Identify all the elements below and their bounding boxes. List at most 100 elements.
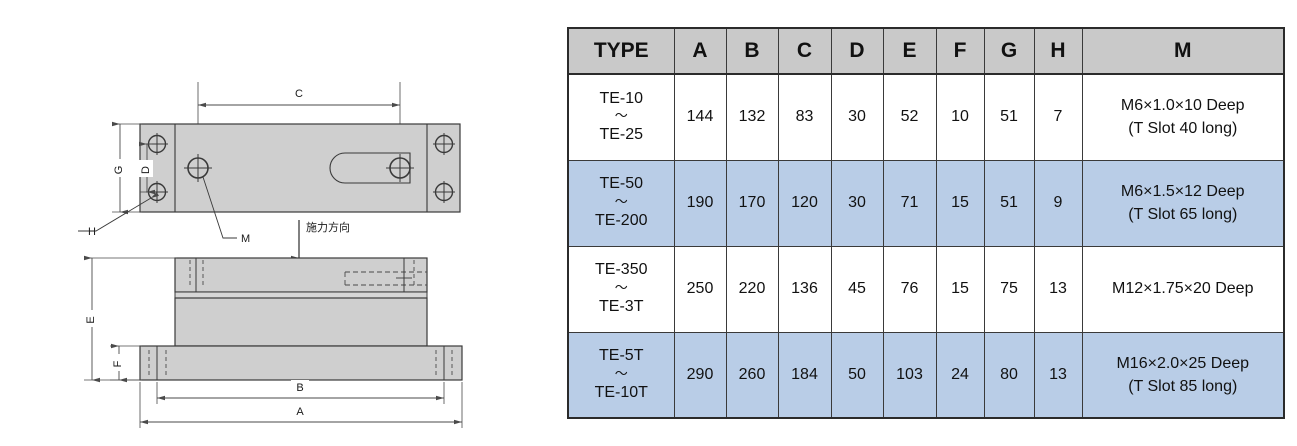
specification-table: TYPE A B C D E F G H M TE-10 〜 [567, 27, 1285, 419]
t-slot [329, 152, 411, 184]
cell-m: M6×1.0×10 Deep (T Slot 40 long) [1081, 73, 1285, 161]
cell-c: 83 [777, 73, 832, 161]
dimension-label-b: B [296, 382, 303, 394]
table-row: TE-350 〜 TE-3T 250 220 136 45 76 15 75 1… [567, 245, 1285, 333]
dimension-g: G [111, 121, 142, 215]
cell-b: 220 [725, 245, 779, 333]
cell-m: M6×1.5×12 Deep (T Slot 65 long) [1081, 159, 1285, 247]
top-view-group: C [78, 82, 461, 245]
dimension-label-a: A [296, 406, 304, 418]
specification-table-panel: TYPE A B C D E F G H M TE-10 〜 [567, 27, 1285, 419]
leader-m: M [202, 176, 250, 245]
upper-block [174, 257, 428, 293]
cell-e: 76 [882, 245, 937, 333]
cell-a: 290 [673, 331, 727, 419]
type-range-from: TE-350 [595, 261, 648, 279]
cell-c: 120 [777, 159, 832, 247]
threaded-hole-right [386, 154, 414, 182]
dimension-a: A [139, 382, 463, 428]
load-cell-drawing-svg: C [78, 82, 463, 428]
cell-b: 132 [725, 73, 779, 161]
col-header-f: F [935, 27, 985, 75]
cell-e: 103 [882, 331, 937, 419]
cell-b: 260 [725, 331, 779, 419]
force-direction-annotation: 施力方向 [291, 220, 350, 261]
cell-g: 80 [983, 331, 1035, 419]
force-direction-label: 施力方向 [306, 220, 350, 234]
technical-drawing: C [0, 0, 545, 446]
cell-a: 144 [673, 73, 727, 161]
type-range-tilde: 〜 [614, 281, 628, 297]
type-range-from: TE-5T [599, 347, 644, 365]
flange-hidden-lines [148, 350, 453, 376]
cell-f: 15 [935, 245, 985, 333]
m-slot-note: (T Slot 85 long) [1128, 377, 1238, 395]
cell-d: 30 [830, 73, 884, 161]
dimension-e: E [83, 255, 177, 383]
center-web [174, 297, 428, 347]
cell-type: TE-350 〜 TE-3T [567, 245, 675, 333]
m-thread-spec: M6×1.0×10 Deep [1120, 97, 1245, 115]
type-range-tilde: 〜 [614, 195, 628, 211]
type-range-from: TE-10 [599, 89, 644, 107]
cell-f: 15 [935, 159, 985, 247]
seam-line [174, 291, 428, 299]
type-range-tilde: 〜 [614, 366, 628, 382]
cell-b: 170 [725, 159, 779, 247]
cell-h: 13 [1033, 331, 1083, 419]
cell-g: 51 [983, 159, 1035, 247]
cell-a: 190 [673, 159, 727, 247]
dimension-d: D [138, 141, 155, 195]
dimension-b: B [156, 380, 445, 404]
cell-h: 9 [1033, 159, 1083, 247]
m-slot-note: (T Slot 40 long) [1128, 120, 1238, 138]
center-threaded-holes [184, 154, 414, 182]
m-thread-spec: M16×2.0×25 Deep [1116, 354, 1250, 372]
cell-d: 30 [830, 159, 884, 247]
cell-h: 7 [1033, 73, 1083, 161]
cell-d: 50 [830, 331, 884, 419]
dimension-label-e: E [85, 316, 97, 323]
cell-e: 52 [882, 73, 937, 161]
cell-h: 13 [1033, 245, 1083, 333]
table-row: TE-50 〜 TE-200 190 170 120 30 71 15 51 9… [567, 159, 1285, 247]
type-range-to: TE-200 [595, 211, 648, 229]
dimension-label-f: F [112, 360, 124, 367]
side-view-group: E F B [83, 255, 463, 428]
m-slot-note: (T Slot 65 long) [1128, 206, 1238, 223]
col-header-h: H [1033, 27, 1083, 75]
leader-h: H [78, 191, 160, 238]
cell-a: 250 [673, 245, 727, 333]
col-header-d: D [830, 27, 884, 75]
cell-type: TE-5T 〜 TE-10T [567, 331, 675, 419]
dimension-label-c: C [295, 88, 303, 100]
col-header-c: C [777, 27, 832, 75]
cell-type: TE-10 〜 TE-25 [567, 73, 675, 161]
cell-c: 136 [777, 245, 832, 333]
leader-label-h: H [88, 226, 96, 238]
col-header-m: M [1081, 27, 1285, 75]
cell-c: 184 [777, 331, 832, 419]
table-head: TYPE A B C D E F G H M [567, 27, 1285, 75]
cell-g: 51 [983, 73, 1035, 161]
threaded-hole-left [184, 154, 212, 182]
col-header-e: E [882, 27, 937, 75]
col-header-b: B [725, 27, 779, 75]
hidden-lines-slot [344, 271, 427, 286]
bottom-flange [139, 345, 463, 381]
m-thread-spec: M12×1.75×20 Deep [1112, 280, 1254, 298]
cell-m: M16×2.0×25 Deep (T Slot 85 long) [1081, 331, 1285, 419]
m-thread-spec: M6×1.5×12 Deep [1120, 182, 1245, 200]
type-range-to: TE-10T [594, 383, 648, 401]
type-range-from: TE-50 [599, 175, 644, 193]
header-row: TYPE A B C D E F G H M [567, 27, 1285, 75]
dimension-label-d: D [140, 166, 152, 174]
cell-type: TE-50 〜 TE-200 [567, 159, 675, 247]
leader-label-m: M [241, 233, 250, 245]
bolt-hole-top-right [433, 133, 455, 155]
table-body: TE-10 〜 TE-25 144 132 83 30 52 10 51 7 M… [567, 73, 1285, 419]
cell-e: 71 [882, 159, 937, 247]
type-range-tilde: 〜 [614, 109, 628, 125]
cell-m: M12×1.75×20 Deep [1081, 245, 1285, 333]
